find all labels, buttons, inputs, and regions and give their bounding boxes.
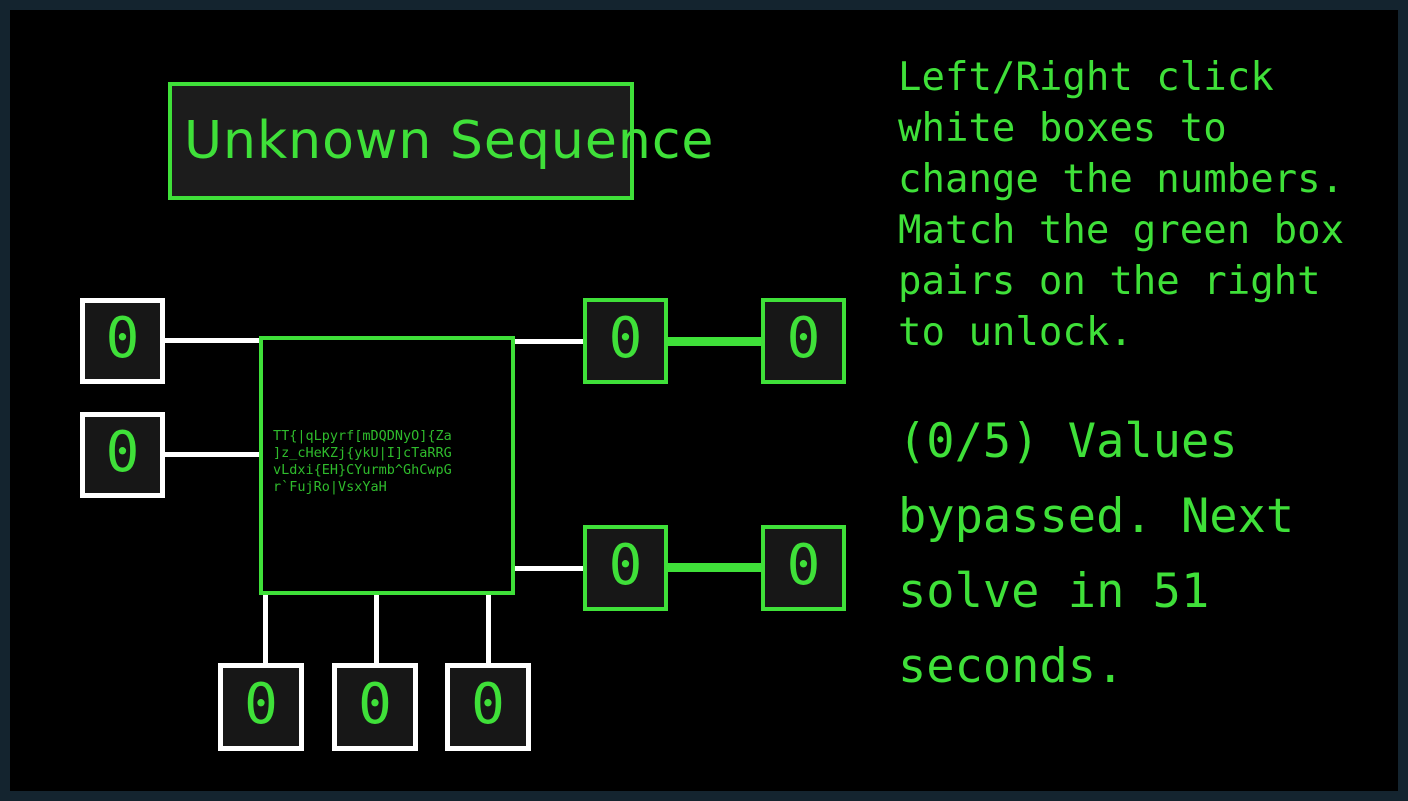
wire-input-2 <box>165 452 261 457</box>
value-box-input-1[interactable]: 0 <box>80 298 165 384</box>
target-box-digit: 0 <box>786 533 821 598</box>
value-box-input-2[interactable]: 0 <box>80 412 165 498</box>
status-text: (0/5) Values bypassed. Next solve in 51 … <box>898 414 1323 694</box>
cipher-text: TT{|qLpyrf[mDQDNyO]{Za ]z_cHeKZj{ykU|I]c… <box>273 428 452 495</box>
target-box-pair-1-left: 0 <box>583 298 668 384</box>
target-box-digit: 0 <box>608 306 643 371</box>
cipher-box: TT{|qLpyrf[mDQDNyO]{Za ]z_cHeKZj{ykU|I]c… <box>259 336 515 595</box>
target-box-digit: 0 <box>608 533 643 598</box>
value-box-bottom-2[interactable]: 0 <box>332 663 418 751</box>
wire-input-1 <box>165 338 261 343</box>
value-box-digit: 0 <box>244 672 278 737</box>
value-box-digit: 0 <box>358 672 392 737</box>
page-title-box: Unknown Sequence <box>168 82 713 200</box>
value-box-digit: 0 <box>471 672 505 737</box>
instructions-text: Left/Right click white boxes to change t… <box>898 55 1368 355</box>
target-box-pair-2-right: 0 <box>761 525 846 611</box>
target-box-digit: 0 <box>786 306 821 371</box>
value-box-digit: 0 <box>105 306 140 371</box>
wire-bottom-1 <box>263 593 268 665</box>
wire-bottom-3 <box>486 593 491 708</box>
wire-pair-top <box>666 337 763 346</box>
wire-output-bottom <box>513 566 585 571</box>
value-box-bottom-3[interactable]: 0 <box>445 663 531 751</box>
value-box-bottom-1[interactable]: 0 <box>218 663 304 751</box>
wire-output-top <box>513 339 585 344</box>
value-box-digit: 0 <box>105 420 140 485</box>
target-box-pair-2-left: 0 <box>583 525 668 611</box>
target-box-pair-1-right: 0 <box>761 298 846 384</box>
wire-pair-bottom <box>666 563 763 572</box>
page-title: Unknown Sequence <box>184 111 715 171</box>
wire-bottom-2 <box>374 593 379 665</box>
puzzle-screen: Unknown Sequence TT{|qLpyrf[mDQDNyO]{Za … <box>10 10 1398 791</box>
